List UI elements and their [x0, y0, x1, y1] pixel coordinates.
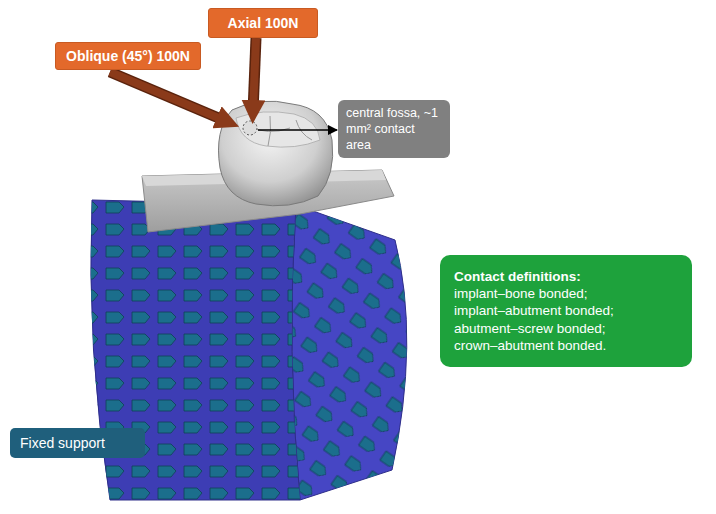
note-box: Contact definitions:implant–bone bonded;…: [440, 255, 692, 367]
box-text: crown–abutment bonded.: [454, 337, 678, 354]
callout-box: central fossa, ~1 mm² contact area: [338, 100, 450, 158]
load-label-box: Axial 100N: [208, 8, 318, 38]
box-text: Axial 100N: [228, 15, 299, 31]
box-text: implant–bone bonded;: [454, 285, 678, 302]
box-text: implant–abutment bonded;: [454, 302, 678, 319]
load-label-box: Oblique (45°) 100N: [55, 42, 201, 70]
box-text: Fixed support: [20, 435, 135, 451]
box-text: central fossa, ~1 mm² contact area: [346, 105, 442, 154]
legend-box: Fixed support: [10, 428, 145, 458]
box-text: Oblique (45°) 100N: [66, 48, 190, 64]
box-text: abutment–screw bonded;: [454, 320, 678, 337]
box-heading: Contact definitions:: [454, 268, 678, 285]
